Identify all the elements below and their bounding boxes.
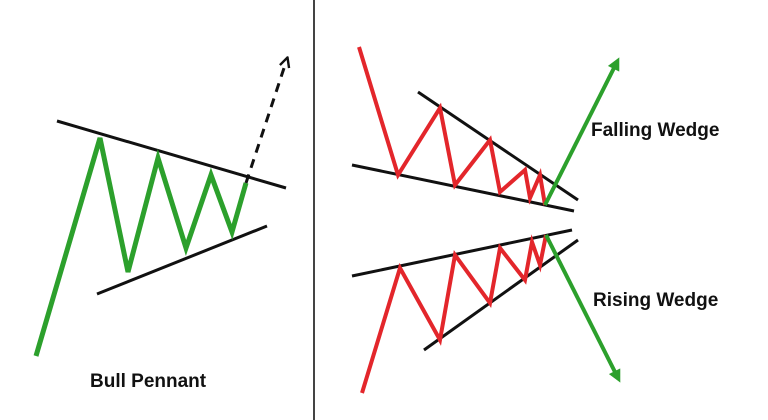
falling-wedge-lower-trendline (351, 163, 575, 213)
pennant-breakout-arrow (244, 62, 286, 184)
pennant-price-line (33, 137, 249, 357)
falling-wedge-breakout-arrow (543, 57, 620, 206)
rising-wedge-breakdown-arrow (544, 234, 621, 383)
pennant-upper-trendline (56, 119, 287, 190)
falling-wedge-upper-trendline (417, 90, 579, 202)
falling-wedge-label: Falling Wedge (591, 120, 720, 141)
falling-wedge-price-line (357, 46, 547, 206)
bull-pennant-label: Bull Pennant (90, 371, 207, 392)
rising-wedge-upper-trendline (351, 228, 573, 278)
rising-wedge-label: Rising Wedge (593, 290, 719, 311)
rising-wedge-lower-trendline (423, 238, 579, 352)
rising-wedge-pattern (351, 228, 621, 394)
pennant-lower-trendline (96, 224, 268, 296)
rising-wedge-price-line (360, 234, 548, 394)
bull-pennant-pattern (33, 62, 287, 357)
falling-wedge-pattern (351, 46, 620, 213)
